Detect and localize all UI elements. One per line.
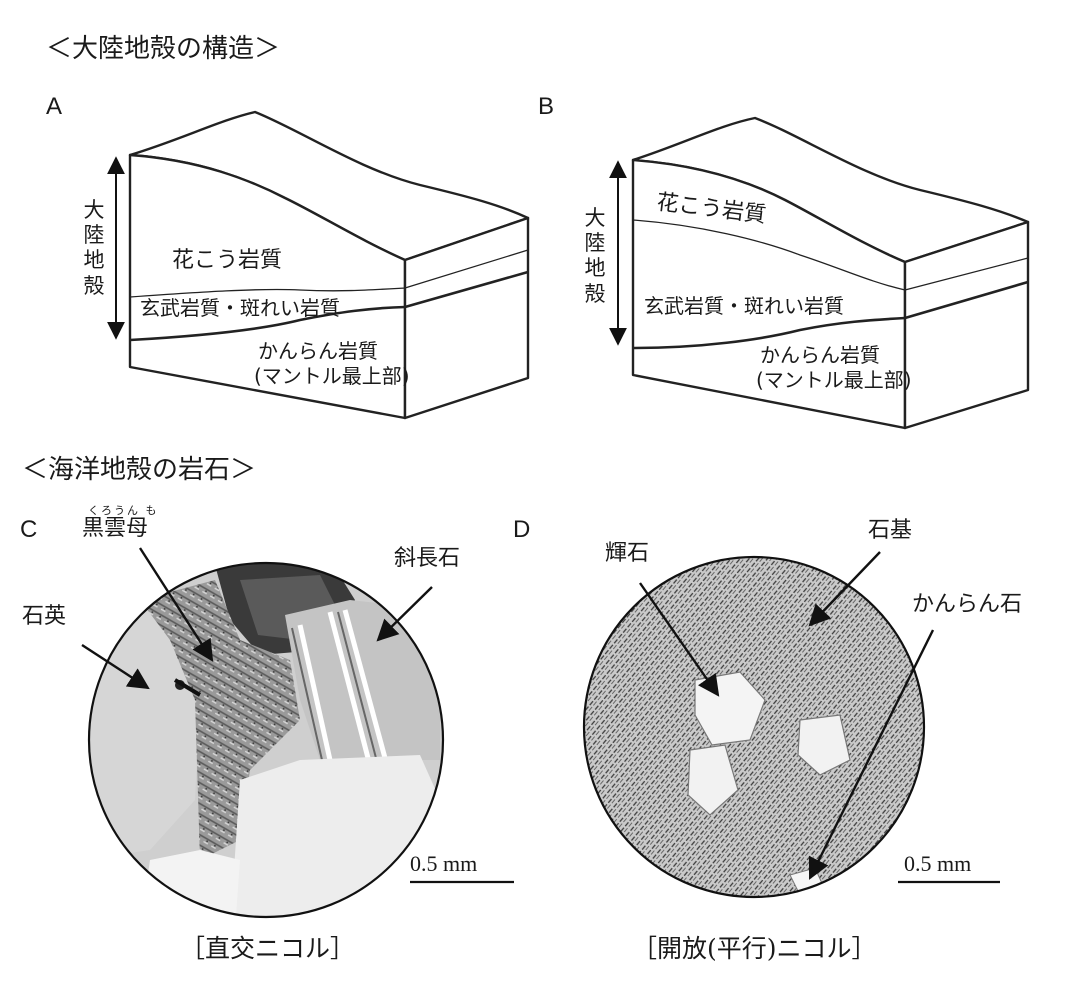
panel-letter-a: A (46, 93, 63, 120)
basalt-layer-label-a: 玄武岩質・斑れい岩質 (140, 296, 340, 320)
groundmass-label: 石基 (868, 518, 913, 543)
crust-thickness-label-b: 大陸地殻 (584, 206, 606, 306)
panel-letter-b: B (538, 93, 555, 120)
block-diagram-a (107, 110, 530, 420)
pyroxene-label: 輝石 (605, 541, 650, 566)
peridotite-label-a: かんらん岩質 (258, 339, 378, 363)
micrograph-d-rim (582, 555, 926, 899)
scale-label-d: 0.5 mm (904, 851, 972, 876)
scale-label-c: 0.5 mm (410, 851, 478, 876)
peridotite-label-b: かんらん岩質 (760, 343, 880, 367)
olivine-label: かんらん石 (912, 592, 1023, 617)
caption-c: ［直交ニコル］ (180, 934, 356, 963)
crust-thickness-label-a: 大陸地殻 (83, 198, 105, 298)
panel-letter-d: D (513, 516, 531, 543)
section-title-oceanic: ＜海洋地殻の岩石＞ (22, 455, 257, 485)
quartz-label: 石英 (22, 604, 67, 629)
micrograph-d (584, 557, 924, 897)
block-diagram-b (609, 116, 1030, 430)
basalt-layer-label-b: 玄武岩質・斑れい岩質 (644, 294, 844, 318)
biotite-label: 黒雲母 (82, 516, 149, 541)
pointer-arrows (81, 547, 935, 880)
panel-letter-c: C (20, 516, 38, 543)
mantle-note-b: (マントル最上部) (756, 368, 912, 392)
granite-layer-label-a: 花こう岩質 (172, 248, 283, 273)
biotite-ruby: くろうん も (88, 504, 159, 517)
mantle-note-a: (マントル最上部) (254, 364, 410, 388)
section-title-continental: ＜大陸地殻の構造＞ (46, 34, 281, 64)
caption-d: ［開放(平行)ニコル］ (632, 934, 877, 963)
micrograph-c-rim (87, 561, 445, 919)
plagioclase-label: 斜長石 (394, 546, 461, 571)
